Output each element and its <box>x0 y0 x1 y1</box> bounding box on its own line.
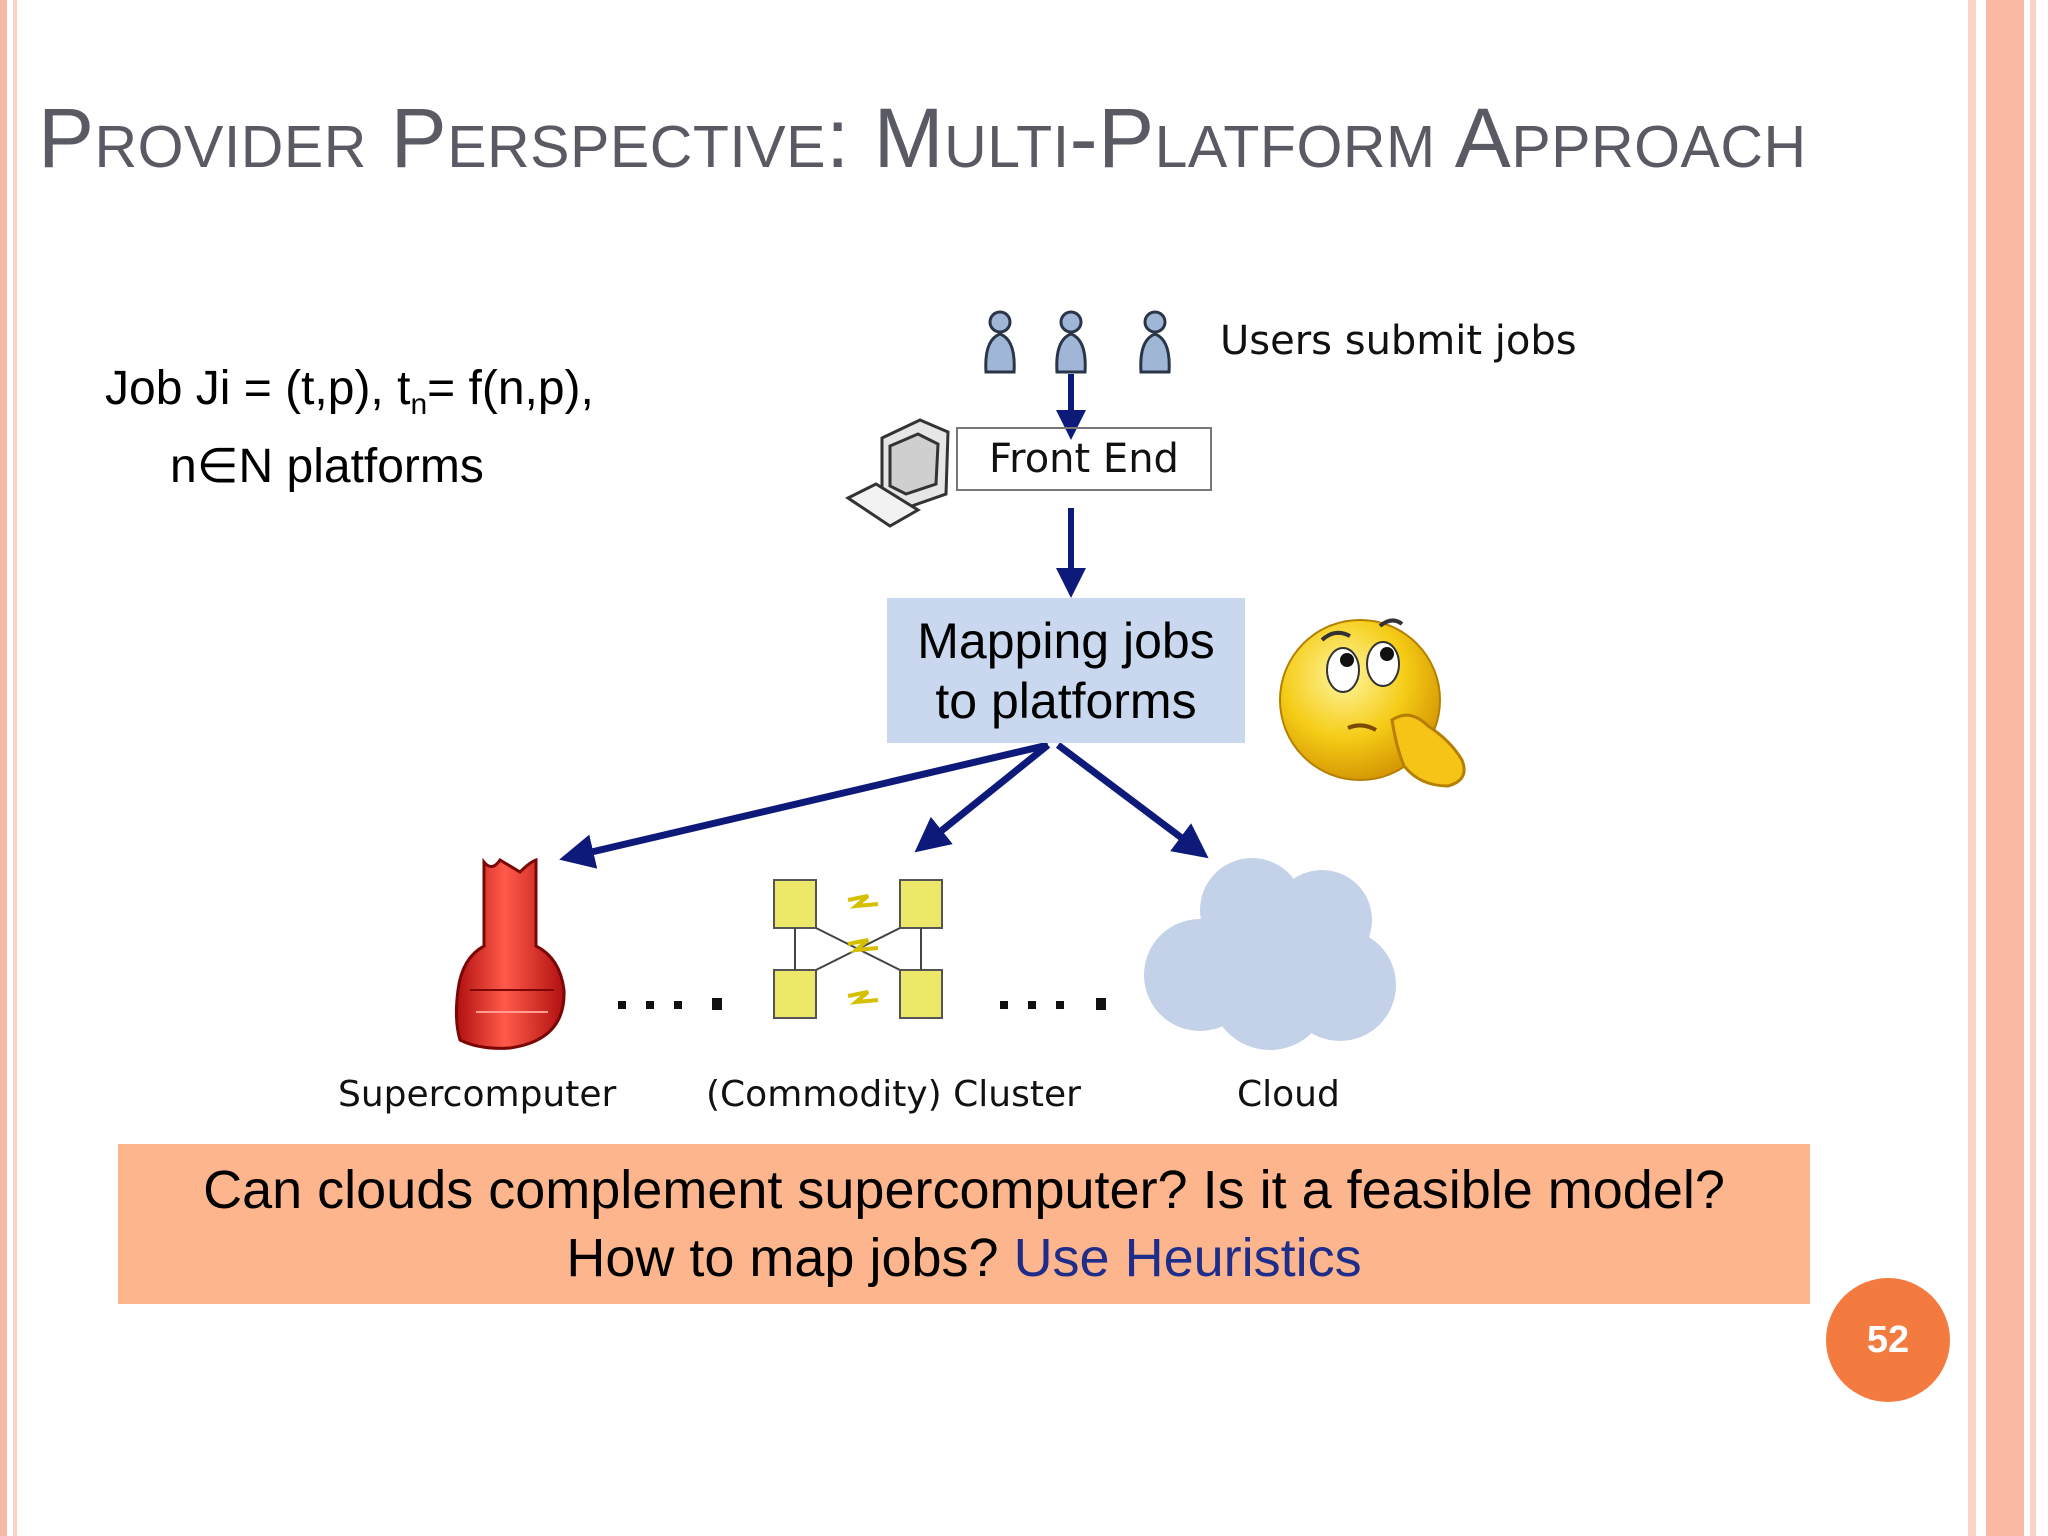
cloud-icon <box>1144 858 1396 1050</box>
right-border-decoration <box>1968 0 2048 1536</box>
user-figure-icon <box>1055 310 1087 374</box>
computer-icon <box>845 418 950 528</box>
left-border-stripe <box>0 0 7 1536</box>
left-border-decoration <box>0 0 24 1536</box>
cloud-label: Cloud <box>1237 1074 1340 1115</box>
dots-separator <box>1000 998 1106 1010</box>
dots-separator <box>618 998 722 1010</box>
question-line-1: Can clouds complement supercomputer? Is … <box>203 1160 1725 1220</box>
mapping-line-2: to platforms <box>935 672 1197 729</box>
supercomputer-icon <box>454 857 566 1050</box>
heuristics-highlight: Use Heuristics <box>1013 1228 1362 1288</box>
formula-text: Job Ji = (t,p), t <box>105 362 411 415</box>
user-figure-icon <box>1139 310 1171 374</box>
user-figure-icon <box>984 310 1016 374</box>
question-box: Can clouds complement supercomputer? Is … <box>118 1144 1810 1304</box>
left-border-stripe <box>13 0 17 1536</box>
right-border-stripe <box>2030 0 2036 1536</box>
page-number-badge: 52 <box>1826 1278 1950 1402</box>
right-border-stripe <box>1968 0 1976 1536</box>
cluster-icon <box>773 879 943 1019</box>
formula-line-1: Job Ji = (t,p), tn= f(n,p), <box>105 358 594 436</box>
cluster-label: (Commodity) Cluster <box>706 1074 1081 1115</box>
slide-title: Provider Perspective: Multi-Platform App… <box>38 91 1807 185</box>
formula-text: = f(n,p), <box>427 362 594 415</box>
right-border-stripe <box>1986 0 2024 1536</box>
users-submit-label: Users submit jobs <box>1220 318 1577 364</box>
question-line-2: How to map jobs? Use Heuristics <box>118 1224 1810 1292</box>
job-formula: Job Ji = (t,p), tn= f(n,p), n∈N platform… <box>105 358 594 498</box>
formula-line-2: n∈N platforms <box>170 440 484 493</box>
thinking-smiley-icon <box>1279 618 1466 788</box>
question-text: How to map jobs? <box>566 1228 1014 1288</box>
supercomputer-label: Supercomputer <box>338 1074 617 1115</box>
arrow-to-cloud <box>1055 742 1209 859</box>
formula-subscript: n <box>410 388 428 421</box>
mapping-box: Mapping jobs to platforms <box>887 598 1245 743</box>
front-end-box: Front End <box>956 427 1212 491</box>
arrow-to-supercomputer <box>559 741 1049 869</box>
mapping-line-1: Mapping jobs <box>917 612 1215 669</box>
arrow-to-cluster <box>914 742 1051 853</box>
users-icon <box>984 310 1171 374</box>
